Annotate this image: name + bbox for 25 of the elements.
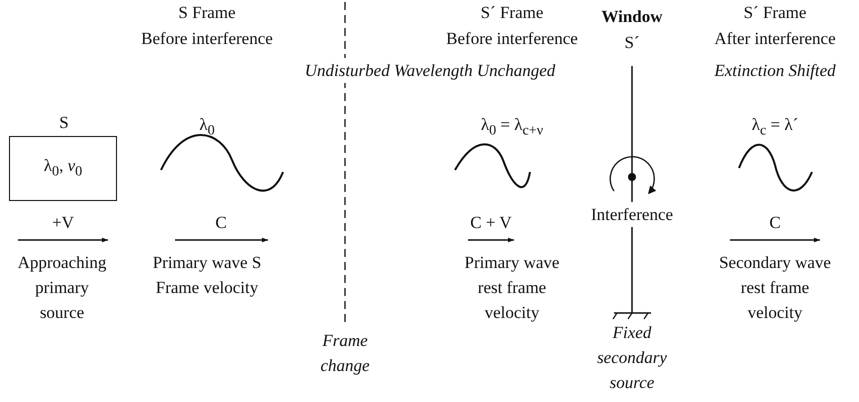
velocity-label: +V (51, 212, 75, 234)
source-quantities: λ$_{0}$, ν$_{0}$ (44, 156, 82, 181)
wavelength-label: λ$_{0}$ = λ$_{c+ν}$ (480, 114, 544, 140)
description: Approaching primary source (16, 252, 108, 324)
description: Primary wave S Frame velocity (152, 252, 262, 299)
effect-note: Extinction Shifted (713, 60, 837, 82)
velocity-label: C (214, 212, 228, 234)
frame-heading: S´ Frame (742, 2, 808, 24)
window-heading: Window (600, 6, 664, 28)
velocity-label: C (768, 212, 782, 234)
interference-label: Interference (590, 202, 674, 227)
effect-note: Undisturbed Wavelength Unchanged (304, 58, 556, 83)
description: Secondary wave rest frame velocity (718, 252, 832, 324)
frame-change-note: Frame change (319, 330, 371, 377)
frame-heading: Before interference (445, 28, 579, 50)
frame-heading: Before interference (140, 28, 274, 50)
description: Primary wave rest frame velocity (464, 252, 560, 324)
source-note: Fixed secondary source (596, 322, 668, 394)
wavelength-label: λ$_{0}$ (198, 114, 216, 140)
frame-label: S (58, 112, 70, 134)
velocity-label: C + V (469, 212, 513, 234)
frame-heading: S Frame (177, 2, 237, 24)
frame-heading: After interference (713, 28, 837, 50)
frame-label: S´ (623, 32, 641, 54)
wavelength-label: λ$_{c}$ = λ´ (750, 114, 800, 140)
